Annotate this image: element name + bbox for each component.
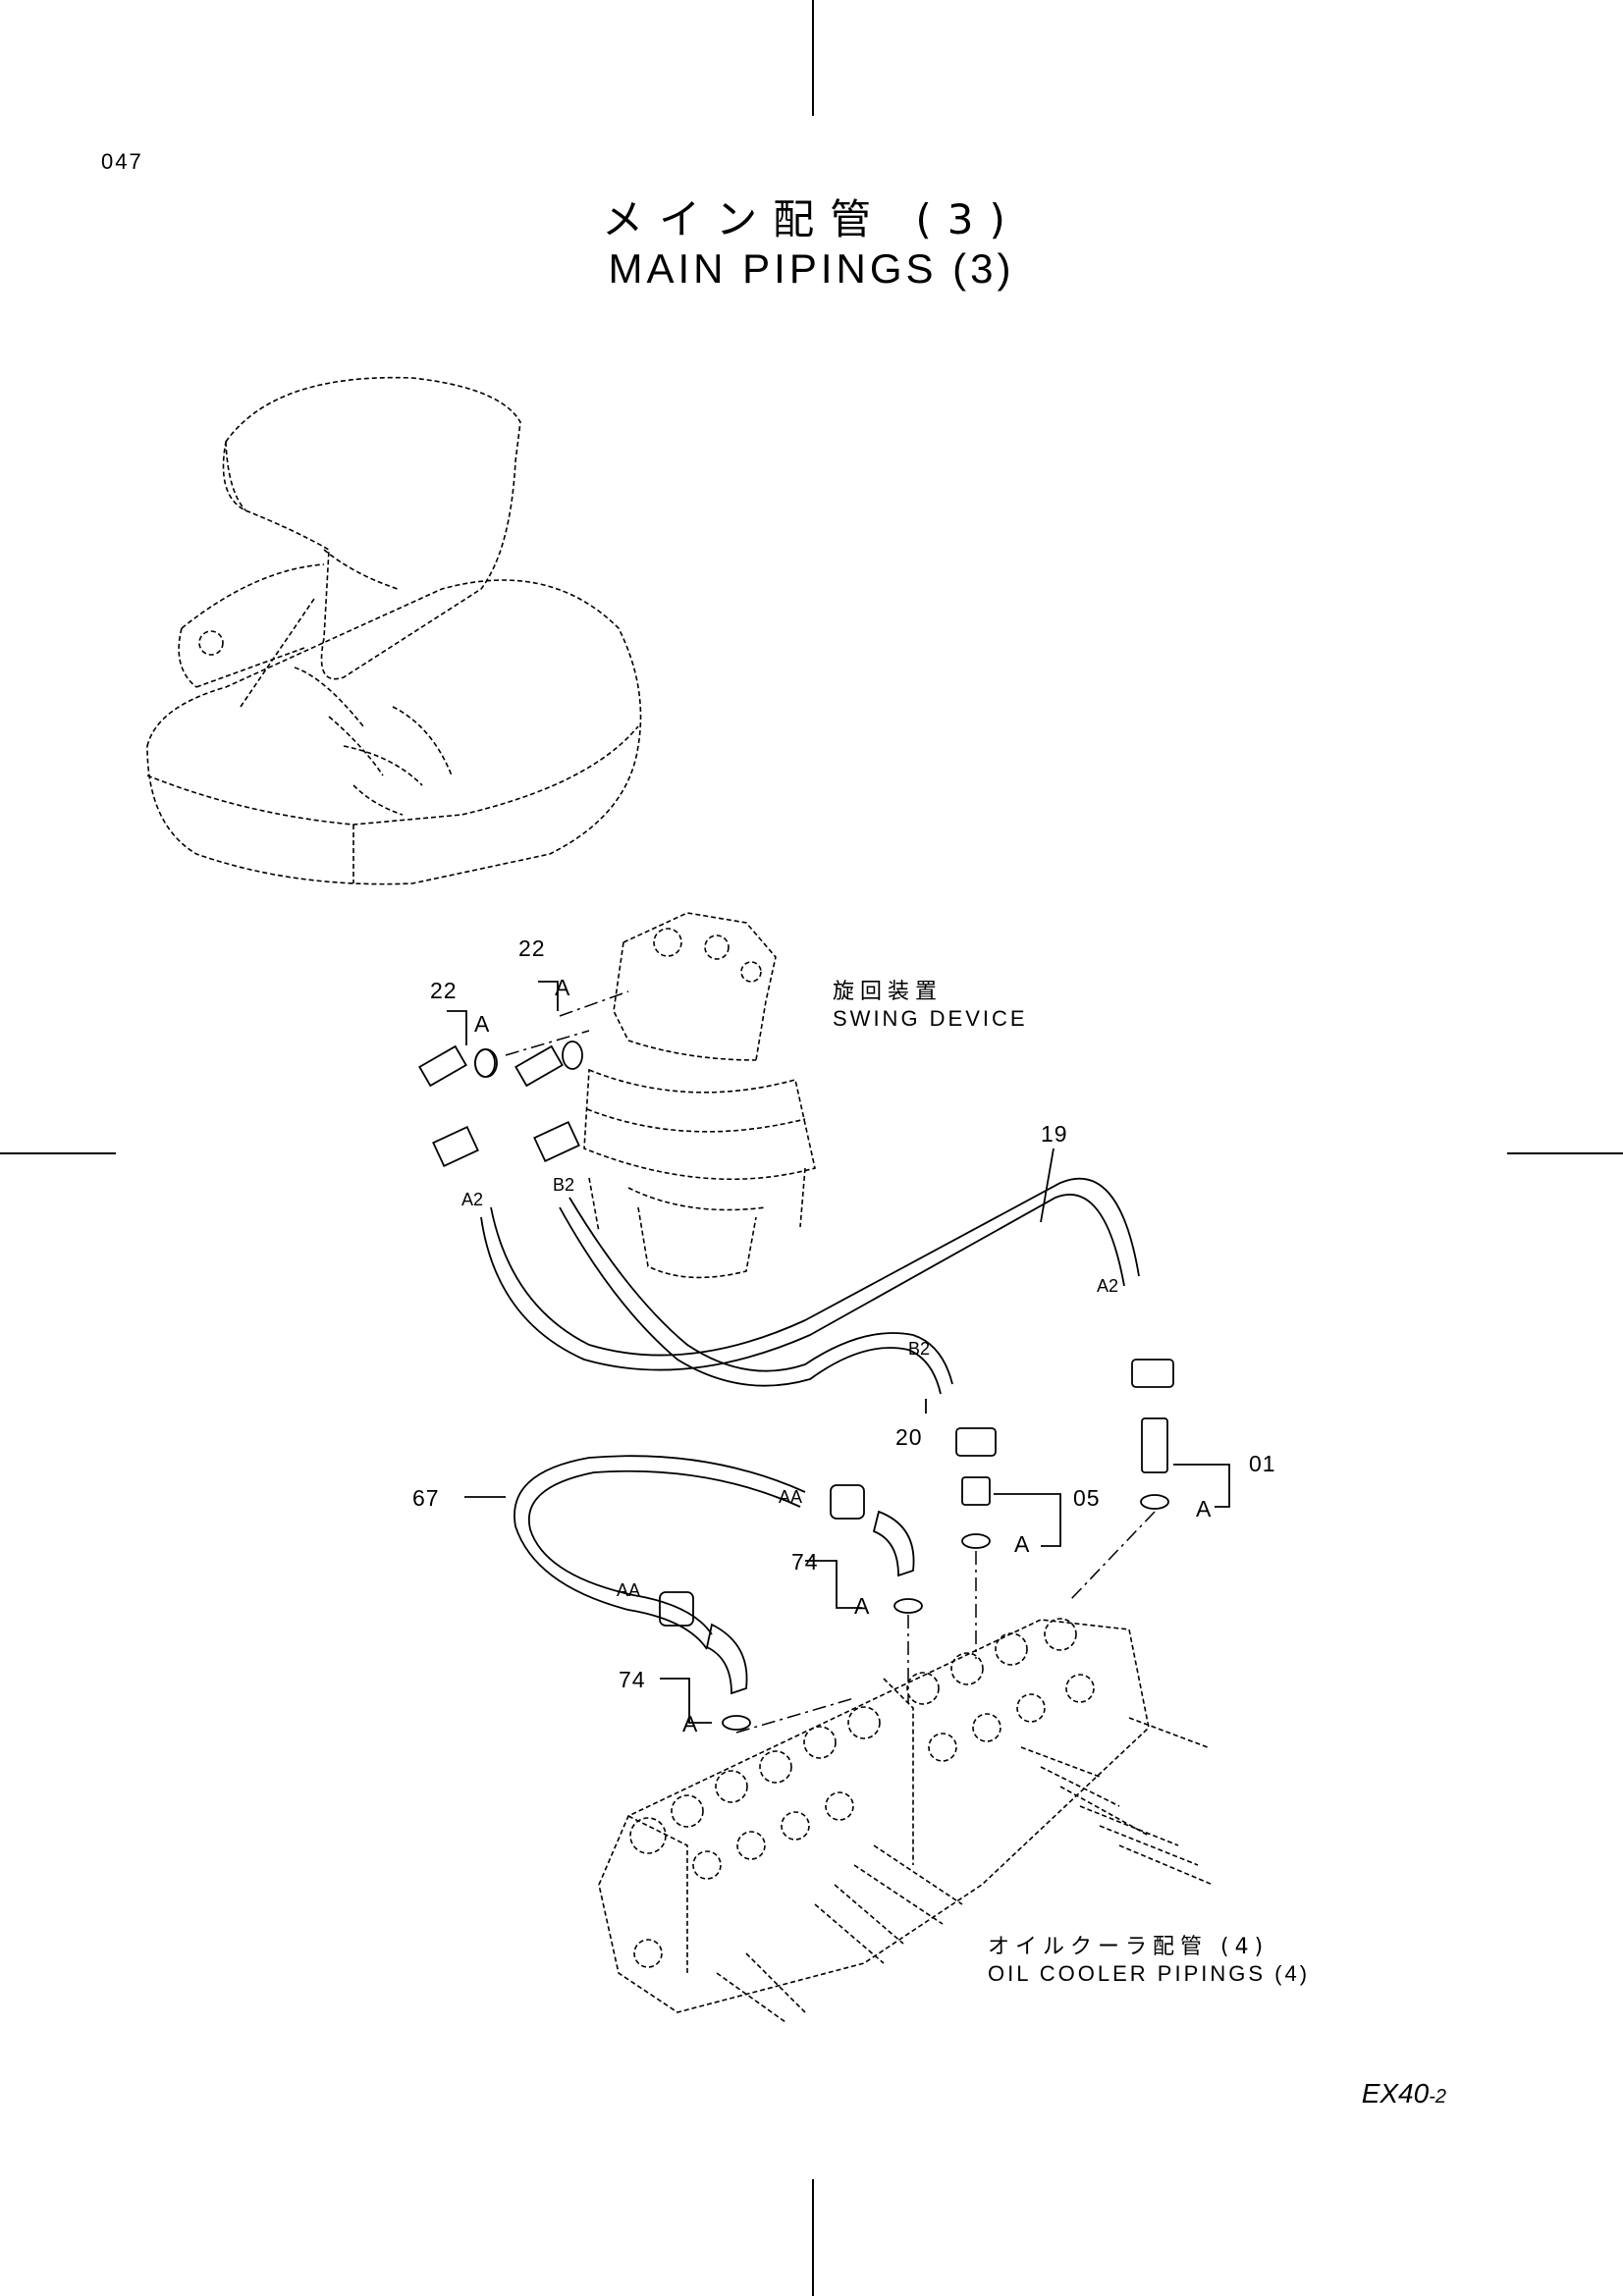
hose-marker-aa: AA [617, 1580, 641, 1600]
joint-label-a: A [1014, 1531, 1031, 1557]
joint-label-a: A [682, 1711, 699, 1736]
part-number-05: 05 [1073, 1485, 1101, 1511]
hose-marker-b2: B2 [553, 1175, 575, 1195]
hose-marker-aa: AA [779, 1487, 803, 1507]
joint-label-a: A [1196, 1496, 1213, 1522]
control-valve-illustration [598, 1618, 1214, 2023]
hose-marker-a2: A2 [461, 1190, 484, 1209]
part-number-01: 01 [1249, 1451, 1276, 1476]
part-number-20: 20 [895, 1424, 923, 1450]
model-code-suffix: -2 [1429, 2086, 1446, 2108]
model-code-main: EX40 [1361, 2078, 1430, 2109]
swing-device-label-japanese: 旋回装置 [833, 980, 944, 1004]
page-title: MAIN PIPINGS (3) [608, 245, 1015, 292]
fittings [418, 1041, 1174, 1731]
hose-marker-b2: B2 [908, 1339, 931, 1359]
part-number-67: 67 [412, 1485, 440, 1511]
swing-device-label: SWING DEVICE [833, 1006, 1028, 1031]
oil-cooler-reference: OIL COOLER PIPINGS (4) [988, 1961, 1311, 1986]
joint-label-a: A [555, 975, 571, 1000]
machine-overview-illustration [146, 376, 642, 885]
model-code: EX40-2 [1362, 2078, 1446, 2109]
joint-label-a: A [854, 1593, 871, 1619]
swing-device-illustration [583, 912, 816, 1279]
page-title-japanese: メイン配管 (3) [602, 195, 1021, 243]
part-number-22-right: 22 [518, 935, 546, 961]
callout-leaders [447, 981, 1230, 1724]
alignment-lines [505, 990, 1156, 1734]
oil-cooler-reference-japanese: オイルクーラ配管 (4) [988, 1935, 1270, 1959]
page-number: 047 [101, 149, 143, 174]
joint-label-a: A [474, 1011, 491, 1037]
hose-lines [480, 1177, 1140, 1650]
part-number-19: 19 [1041, 1121, 1068, 1147]
hose-marker-a2: A2 [1097, 1276, 1119, 1296]
part-number-74-lower: 74 [619, 1667, 646, 1692]
part-number-74-upper: 74 [791, 1549, 819, 1575]
part-number-22-left: 22 [430, 978, 458, 1003]
